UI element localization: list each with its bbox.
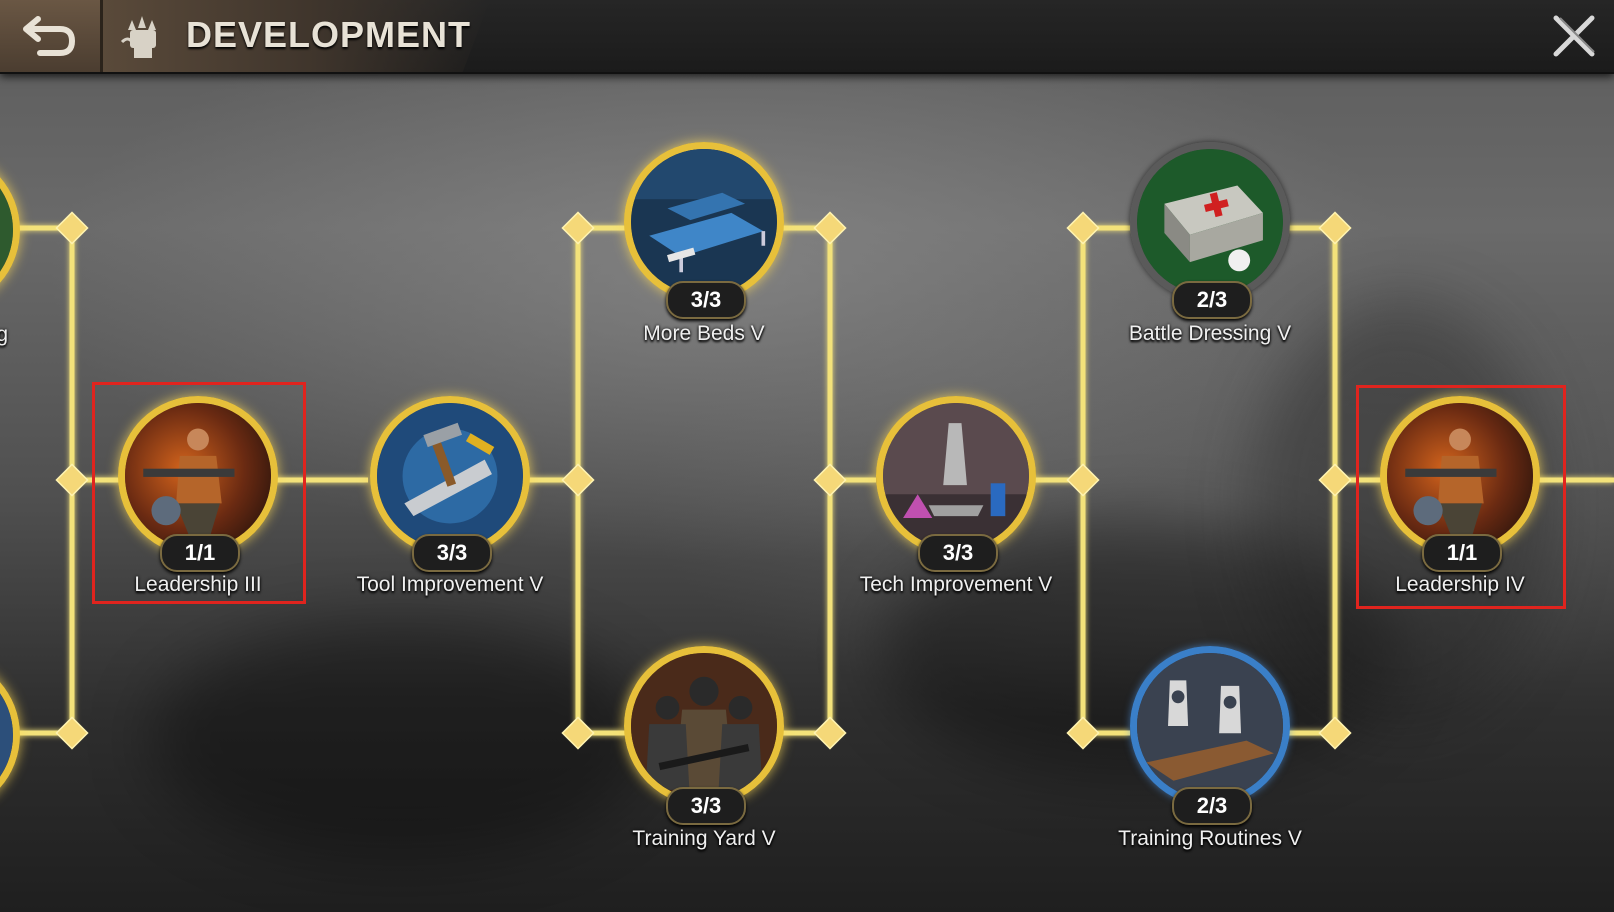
tech-node-label: ng: [0, 323, 8, 346]
soldier-with-rifle-icon: [125, 403, 271, 549]
tech-node-battle-dressing-v[interactable]: [1130, 142, 1290, 302]
tech-node-more-beds-v[interactable]: [624, 142, 784, 302]
background-haze: [150, 620, 650, 860]
close-x-icon: [1553, 15, 1595, 57]
soldier-with-rifle-icon: [1387, 403, 1533, 549]
title-plate: [100, 0, 490, 72]
partial-node-icon: [0, 662, 13, 808]
page-title: DEVELOPMENT: [186, 14, 472, 55]
masked-soldiers-icon: [631, 653, 777, 799]
tech-node-label: More Beds V: [643, 322, 765, 345]
raised-fist-icon: [120, 16, 156, 58]
first-aid-kit-icon: [1137, 149, 1283, 295]
progress-badge: 3/3: [666, 787, 746, 825]
tools-saw-hammer-icon: [377, 403, 523, 549]
back-button[interactable]: [0, 0, 103, 72]
microscope-lab-icon: [883, 403, 1029, 549]
tech-node-label: Leadership III: [134, 573, 262, 596]
tech-node-label: Training Routines V: [1118, 827, 1302, 850]
tech-node-label: Training Yard V: [632, 827, 776, 850]
progress-badge: 2/3: [1172, 281, 1252, 319]
highlight-box-leadership-iii: [92, 382, 306, 604]
progress-badge: 3/3: [918, 534, 998, 572]
tech-node-label: Leadership IV: [1395, 573, 1525, 596]
progress-badge: 1/1: [160, 534, 240, 572]
tech-node-leadership-iii[interactable]: [118, 396, 278, 556]
progress-badge: 2/3: [1172, 787, 1252, 825]
shooting-range-targets-icon: [1137, 653, 1283, 799]
tech-node-tool-improvement-v[interactable]: [370, 396, 530, 556]
tech-node-label: Tool Improvement V: [356, 573, 544, 596]
back-arrow-icon: [23, 16, 76, 56]
tech-node-label: Battle Dressing V: [1128, 322, 1292, 345]
progress-badge: 3/3: [666, 281, 746, 319]
tech-node-training-yard-v[interactable]: [624, 646, 784, 806]
progress-badge: 3/3: [412, 534, 492, 572]
hospital-beds-icon: [631, 149, 777, 295]
highlight-box-leadership-iv: [1356, 385, 1566, 609]
progress-badge: 1/1: [1422, 534, 1502, 572]
tech-node-tech-improvement-v[interactable]: [876, 396, 1036, 556]
tech-node-label: Tech Improvement V: [859, 573, 1053, 596]
close-button[interactable]: [1542, 6, 1606, 66]
tech-node-training-routines-v[interactable]: [1130, 646, 1290, 806]
partial-node-icon: [0, 157, 13, 303]
connector-diamonds: [55, 211, 1352, 750]
